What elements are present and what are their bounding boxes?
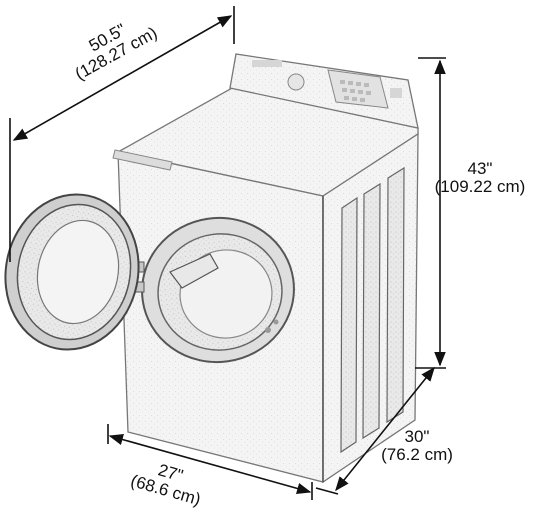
- depth-cm: (76.2 cm): [381, 445, 453, 464]
- door-latch-dot: [265, 327, 271, 333]
- console-label-strip: [252, 60, 282, 67]
- side-panel-ribs: [340, 166, 405, 454]
- drum-lifter: [169, 253, 219, 289]
- dimension-label-height: 43" (109.22 cm): [424, 160, 536, 196]
- detergent-drawer: [112, 149, 173, 171]
- open-door-glass: [36, 219, 120, 325]
- console-dial: [287, 73, 305, 91]
- height-inches: 43": [467, 159, 493, 178]
- height-cm: (109.22 cm): [434, 177, 526, 196]
- console-buttons: [340, 80, 371, 102]
- console-knob: [390, 88, 402, 98]
- door-latch-dot: [273, 319, 279, 325]
- control-console: [229, 53, 419, 129]
- dimension-label-depth: 30" (76.2 cm): [362, 428, 472, 464]
- dimension-lines: [9, 6, 446, 500]
- depth-inches: 30": [404, 427, 430, 446]
- console-display: [327, 69, 389, 109]
